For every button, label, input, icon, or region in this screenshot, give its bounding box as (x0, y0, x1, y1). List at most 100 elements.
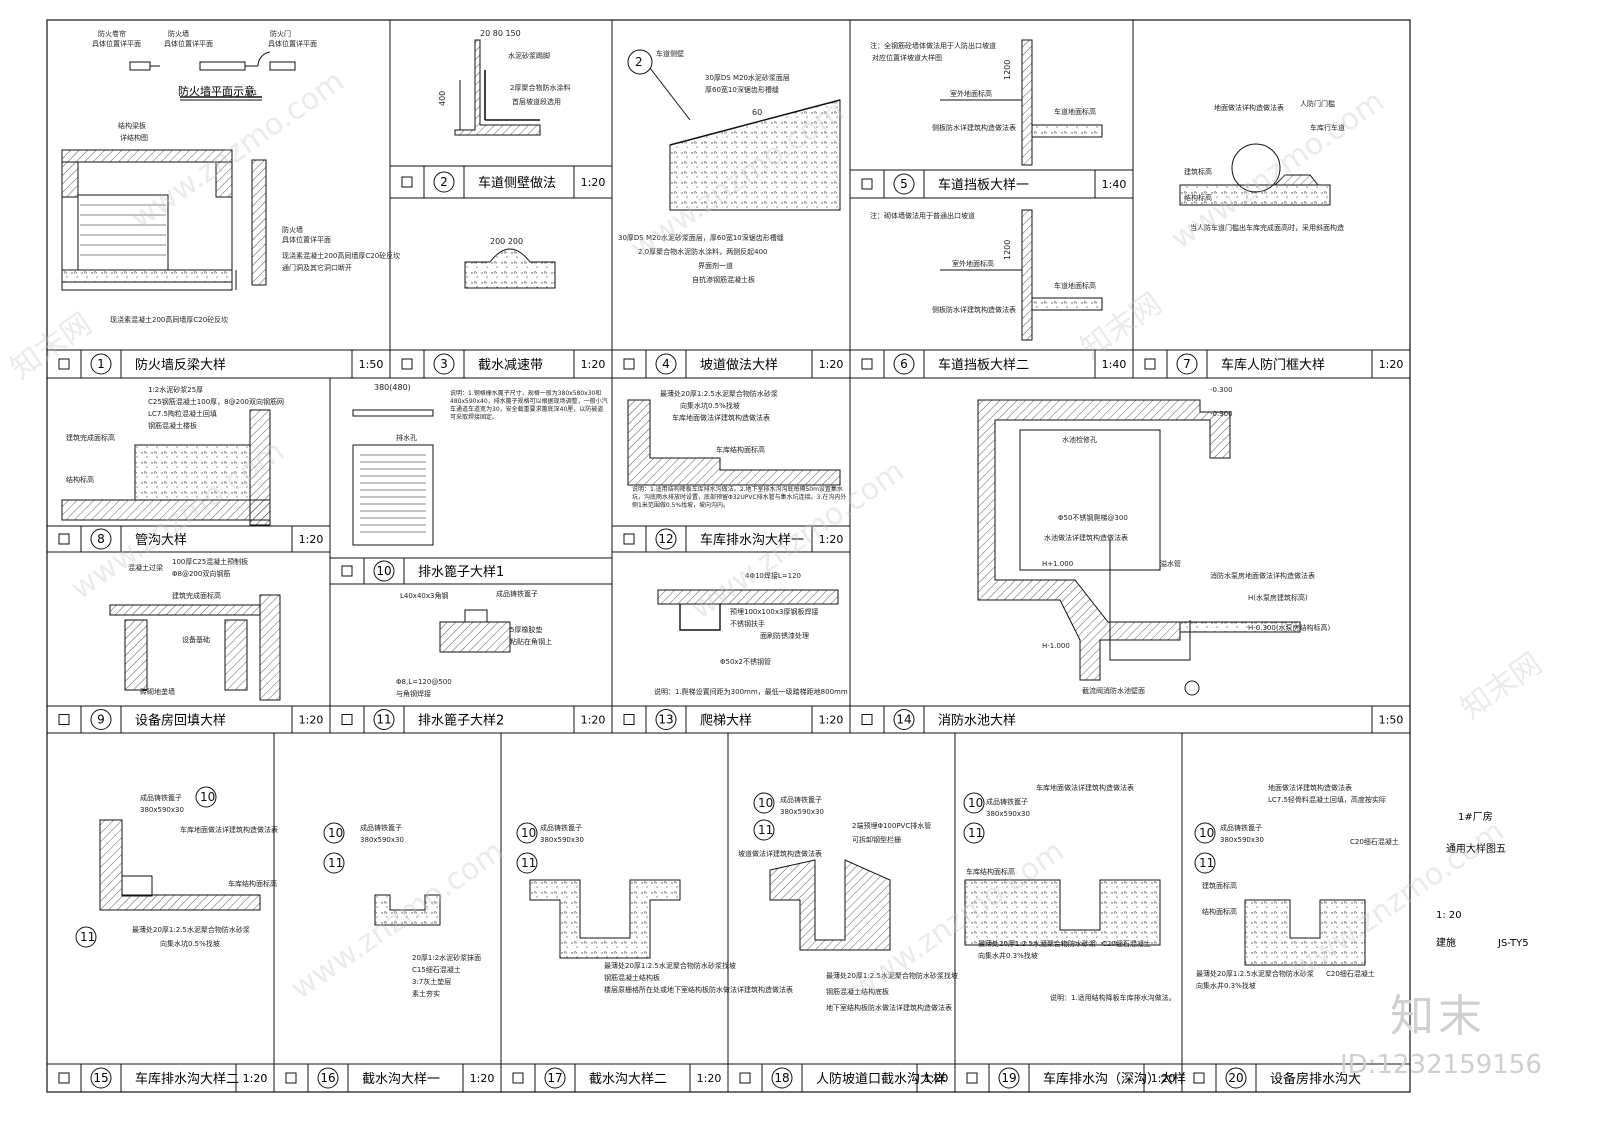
caption-checkbox[interactable] (58, 533, 70, 545)
svg-text:3:7灰土垫层: 3:7灰土垫层 (412, 977, 451, 986)
svg-text:建筑面标高: 建筑面标高 (1202, 881, 1237, 890)
caption-checkbox[interactable] (739, 1072, 751, 1084)
svg-text:380x590x30: 380x590x30 (1220, 836, 1264, 844)
detail-scale: 1:20 (924, 1072, 949, 1085)
caption-checkbox[interactable] (1193, 1072, 1205, 1084)
caption-checkbox[interactable] (623, 533, 635, 545)
caption-checkbox[interactable] (401, 176, 413, 188)
svg-text:www.znzmo.com: www.znzmo.com (285, 834, 511, 1007)
project-name: 1#厂房 (1458, 810, 1493, 823)
detail-18-notes: 成品铸铁篦子 380x590x30 2端预埋Φ100PVC排水管 可拆卸钢型栏栅… (738, 795, 958, 1012)
caption-detail-14: 14 消防水池大样 1:50 (850, 705, 1410, 733)
caption-checkbox[interactable] (58, 714, 70, 725)
svg-text:11: 11 (521, 856, 536, 870)
detail-number: 14 (896, 713, 911, 727)
detail-number-circle (90, 353, 112, 375)
svg-text:砖砌地垄墙: 砖砌地垄墙 (140, 687, 175, 696)
drawing-number: JS-TY5 (1497, 938, 1529, 949)
detail-number: 20 (1228, 1071, 1243, 1085)
sheet-frame (46, 19, 1411, 1093)
svg-text:10: 10 (200, 790, 215, 804)
caption-checkbox[interactable] (58, 358, 70, 370)
svg-text:向集水坑0.5%找坡: 向集水坑0.5%找坡 (680, 401, 740, 410)
svg-text:粘贴在角钢上: 粘贴在角钢上 (510, 637, 552, 646)
svg-text:1:1: 1:1 (246, 89, 257, 97)
svg-text:成品铸铁篦子: 成品铸铁篦子 (140, 793, 182, 802)
svg-text:自抗渗钢筋混凝土板: 自抗渗钢筋混凝土板 (692, 275, 755, 284)
svg-text:向集水坑0.5%找坡: 向集水坑0.5%找坡 (160, 939, 220, 948)
svg-text:60: 60 (752, 108, 762, 117)
caption-checkbox[interactable] (401, 358, 413, 370)
svg-text:2: 2 (635, 55, 643, 69)
detail-number: 6 (900, 357, 908, 371)
svg-text:Φ8@200双向钢筋: Φ8@200双向钢筋 (172, 569, 230, 578)
caption-checkbox[interactable] (58, 1072, 70, 1084)
svg-text:Φ50x2不锈钢管: Φ50x2不锈钢管 (720, 657, 771, 666)
caption-checkbox[interactable] (861, 358, 873, 370)
caption-checkbox[interactable] (341, 565, 353, 577)
svg-text:最薄处20厚1:2.5水泥聚合物防水砂浆: 最薄处20厚1:2.5水泥聚合物防水砂浆 (660, 389, 778, 398)
svg-text:C15细石混凝土: C15细石混凝土 (412, 965, 461, 974)
svg-text:380x590x30: 380x590x30 (780, 808, 824, 816)
svg-text:车库行车道: 车库行车道 (1310, 123, 1345, 132)
detail-2-drawing (454, 39, 541, 136)
svg-text:具体位置详平面: 具体位置详平面 (164, 39, 213, 48)
svg-text:车库结构面标高: 车库结构面标高 (228, 879, 277, 888)
detail-title: 消防水池大样 (938, 713, 1016, 729)
caption-checkbox[interactable] (623, 358, 635, 370)
detail-scale: 1:20 (299, 714, 324, 727)
svg-text:防火墙平面示意: 防火墙平面示意 (178, 84, 255, 98)
svg-text:具体位置详平面: 具体位置详平面 (92, 39, 141, 48)
caption-checkbox[interactable] (512, 1072, 524, 1084)
detail-title: 管沟大样 (135, 533, 187, 548)
svg-text:H-0.300(水泵房结构标高): H-0.300(水泵房结构标高) (1248, 623, 1331, 632)
caption-checkbox[interactable] (285, 1072, 297, 1084)
svg-text:400: 400 (438, 91, 447, 106)
svg-text:截流阀消防水池壁面: 截流阀消防水池壁面 (1082, 686, 1145, 695)
svg-text:20厚1:2水泥砂浆抹面: 20厚1:2水泥砂浆抹面 (412, 953, 481, 962)
detail-title: 排水篦子大样1 (418, 565, 504, 580)
caption-checkbox[interactable] (861, 178, 873, 190)
svg-text:200 200: 200 200 (490, 237, 523, 246)
detail-20-drawing: 10 11 (1194, 822, 1366, 966)
svg-text:素土夯实: 素土夯实 (412, 989, 440, 998)
svg-text:溢水管: 溢水管 (1160, 559, 1181, 568)
svg-text:最薄处20厚1:2.5水泥聚合物防水砂浆: 最薄处20厚1:2.5水泥聚合物防水砂浆 (978, 939, 1096, 948)
svg-text:结构面标高: 结构面标高 (1202, 907, 1237, 916)
caption-checkbox[interactable] (966, 1072, 978, 1084)
svg-text:20 80 150: 20 80 150 (480, 29, 521, 38)
detail-scale: 1:50 (1379, 714, 1404, 727)
svg-text:4Φ10焊接L=120: 4Φ10焊接L=120 (745, 571, 801, 580)
caption-checkbox[interactable] (1144, 358, 1156, 370)
svg-text:11: 11 (328, 856, 343, 870)
svg-text:结构标高: 结构标高 (1184, 193, 1212, 202)
svg-text:结构标高: 结构标高 (66, 475, 94, 484)
title-block: 1#厂房 通用大样图五 1: 20 建施 JS-TY5 (1436, 810, 1529, 949)
discipline: 建施 (1436, 936, 1456, 949)
detail-number-circle (317, 1067, 339, 1089)
detail-scale: 1:40 (1102, 178, 1127, 191)
svg-text:室外地面标高: 室外地面标高 (950, 89, 992, 98)
detail-title: 车库人防门框大样 (1221, 357, 1325, 373)
detail-number-circle (90, 709, 112, 730)
svg-text:10: 10 (328, 826, 343, 840)
caption-checkbox[interactable] (341, 714, 353, 725)
svg-text:建筑标高: 建筑标高 (1184, 167, 1212, 176)
caption-checkbox[interactable] (861, 714, 873, 725)
svg-text:当人防车道门槛出车库完成面高时，采用斜面构造: 当人防车道门槛出车库完成面高时，采用斜面构造 (1190, 223, 1344, 232)
detail-scale: 1:20 (581, 176, 606, 189)
svg-text:建筑完成面标高: 建筑完成面标高 (66, 433, 115, 442)
detail-number: 15 (93, 1071, 108, 1085)
svg-text:钢筋混凝土结构底板: 钢筋混凝土结构底板 (826, 987, 889, 996)
svg-text:排水孔: 排水孔 (396, 433, 417, 442)
drawing-scale: 1: 20 (1436, 910, 1462, 921)
svg-text:向集水井0.3%找坡: 向集水井0.3%找坡 (978, 951, 1038, 960)
svg-text:知末网: 知末网 (1455, 646, 1549, 726)
caption-checkbox[interactable] (623, 714, 635, 725)
detail-number-circle (893, 173, 915, 195)
detail-scale: 1:20 (299, 533, 324, 546)
